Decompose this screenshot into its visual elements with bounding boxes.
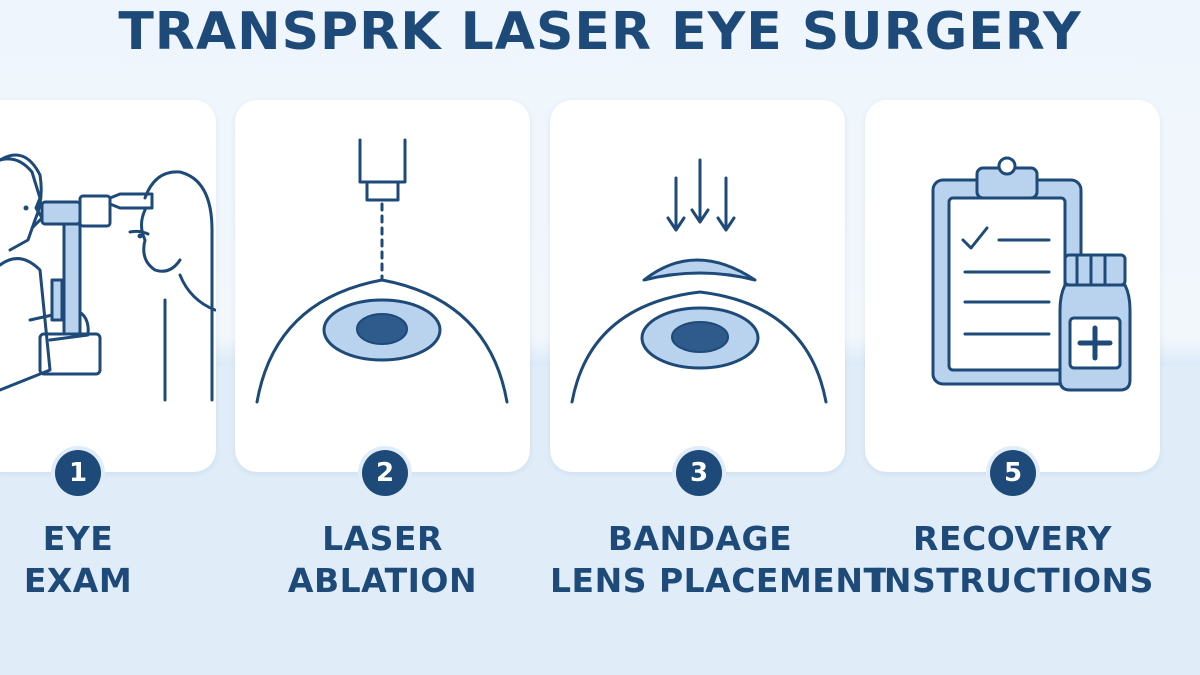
eye-exam-icon xyxy=(0,153,216,402)
step-label-line: EYE xyxy=(42,519,114,558)
step-card-recovery xyxy=(865,100,1160,472)
bandage-lens-icon xyxy=(570,158,828,404)
step-label-eye-exam: EYE EXAM xyxy=(0,518,156,602)
step-card-bandage-lens xyxy=(550,100,845,472)
step-number-badge-5: 5 xyxy=(990,450,1036,496)
step-number-badge-3: 3 xyxy=(676,450,722,496)
step-label-line: EXAM xyxy=(23,561,133,600)
step-label-line: BANDAGE xyxy=(607,519,793,558)
step-number-badge-1: 1 xyxy=(55,450,101,496)
page-title: TRANSPRK LASER EYE SURGERY xyxy=(118,2,1082,62)
step-label-line: INSTRUCTIONS xyxy=(871,561,1154,600)
step-number-badge-2: 2 xyxy=(362,450,408,496)
step-label-line: LASER xyxy=(322,519,443,558)
step-label-laser-ablation: LASER ABLATION xyxy=(235,518,530,602)
recovery-clipboard-icon xyxy=(931,156,1132,392)
step-label-bandage-lens: BANDAGE LENS PLACEMENT xyxy=(550,518,887,602)
step-label-line: LENS PLACEMENT xyxy=(550,561,887,600)
step-label-line: ABLATION xyxy=(287,561,478,600)
step-label-recovery: RECOVERY INSTRUCTIONS xyxy=(865,518,1160,602)
laser-ablation-icon xyxy=(255,138,509,404)
step-label-line: RECOVERY xyxy=(913,519,1112,558)
step-card-laser-ablation xyxy=(235,100,530,472)
step-card-eye-exam xyxy=(0,100,216,472)
